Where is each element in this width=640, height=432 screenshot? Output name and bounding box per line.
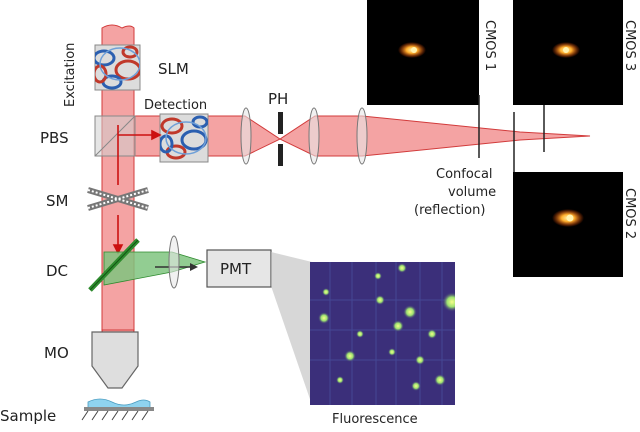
lens-3: [356, 107, 368, 165]
label-sample: Sample: [0, 407, 56, 425]
microscope-objective: [91, 331, 139, 389]
label-confocal-3: (reflection): [414, 203, 485, 218]
detector-lines: [478, 95, 545, 172]
lens-1: [240, 107, 252, 165]
beam-arrows: [112, 125, 162, 255]
cmos-2-image: [513, 172, 623, 277]
cmos-1-image: [367, 0, 479, 105]
label-cmos-1: CMOS 1: [482, 20, 497, 71]
slm-excitation: [94, 44, 141, 91]
label-confocal-2: volume: [448, 185, 496, 200]
label-dc: DC: [46, 262, 68, 280]
label-pmt: PMT: [220, 260, 252, 278]
sample-stage: [81, 398, 154, 421]
label-pbs: PBS: [40, 129, 69, 147]
pbs-cube: [94, 115, 136, 157]
label-sm: SM: [46, 192, 68, 210]
pmt-projection: [271, 252, 312, 405]
scanning-mirror: [87, 187, 149, 211]
label-cmos-2: CMOS 2: [622, 188, 637, 239]
lenses: [168, 107, 368, 289]
fluorescence-image: [310, 262, 455, 405]
lens-2: [308, 107, 320, 165]
dichroic-mirror: [88, 238, 140, 292]
label-excitation: Excitation: [63, 43, 78, 107]
label-ph: PH: [268, 90, 288, 108]
pmt-detector: [206, 249, 272, 288]
label-mo: MO: [44, 344, 69, 362]
pinhole: [278, 112, 283, 166]
label-confocal-1: Confocal: [436, 167, 493, 182]
label-fluorescence: Fluorescence: [332, 412, 418, 427]
label-detection: Detection: [144, 98, 207, 113]
slm-detection: [159, 113, 209, 163]
lens-fluor: [168, 235, 180, 289]
label-cmos-3: CMOS 3: [622, 20, 637, 71]
label-slm: SLM: [158, 60, 189, 78]
cmos-3-image: [513, 0, 623, 105]
